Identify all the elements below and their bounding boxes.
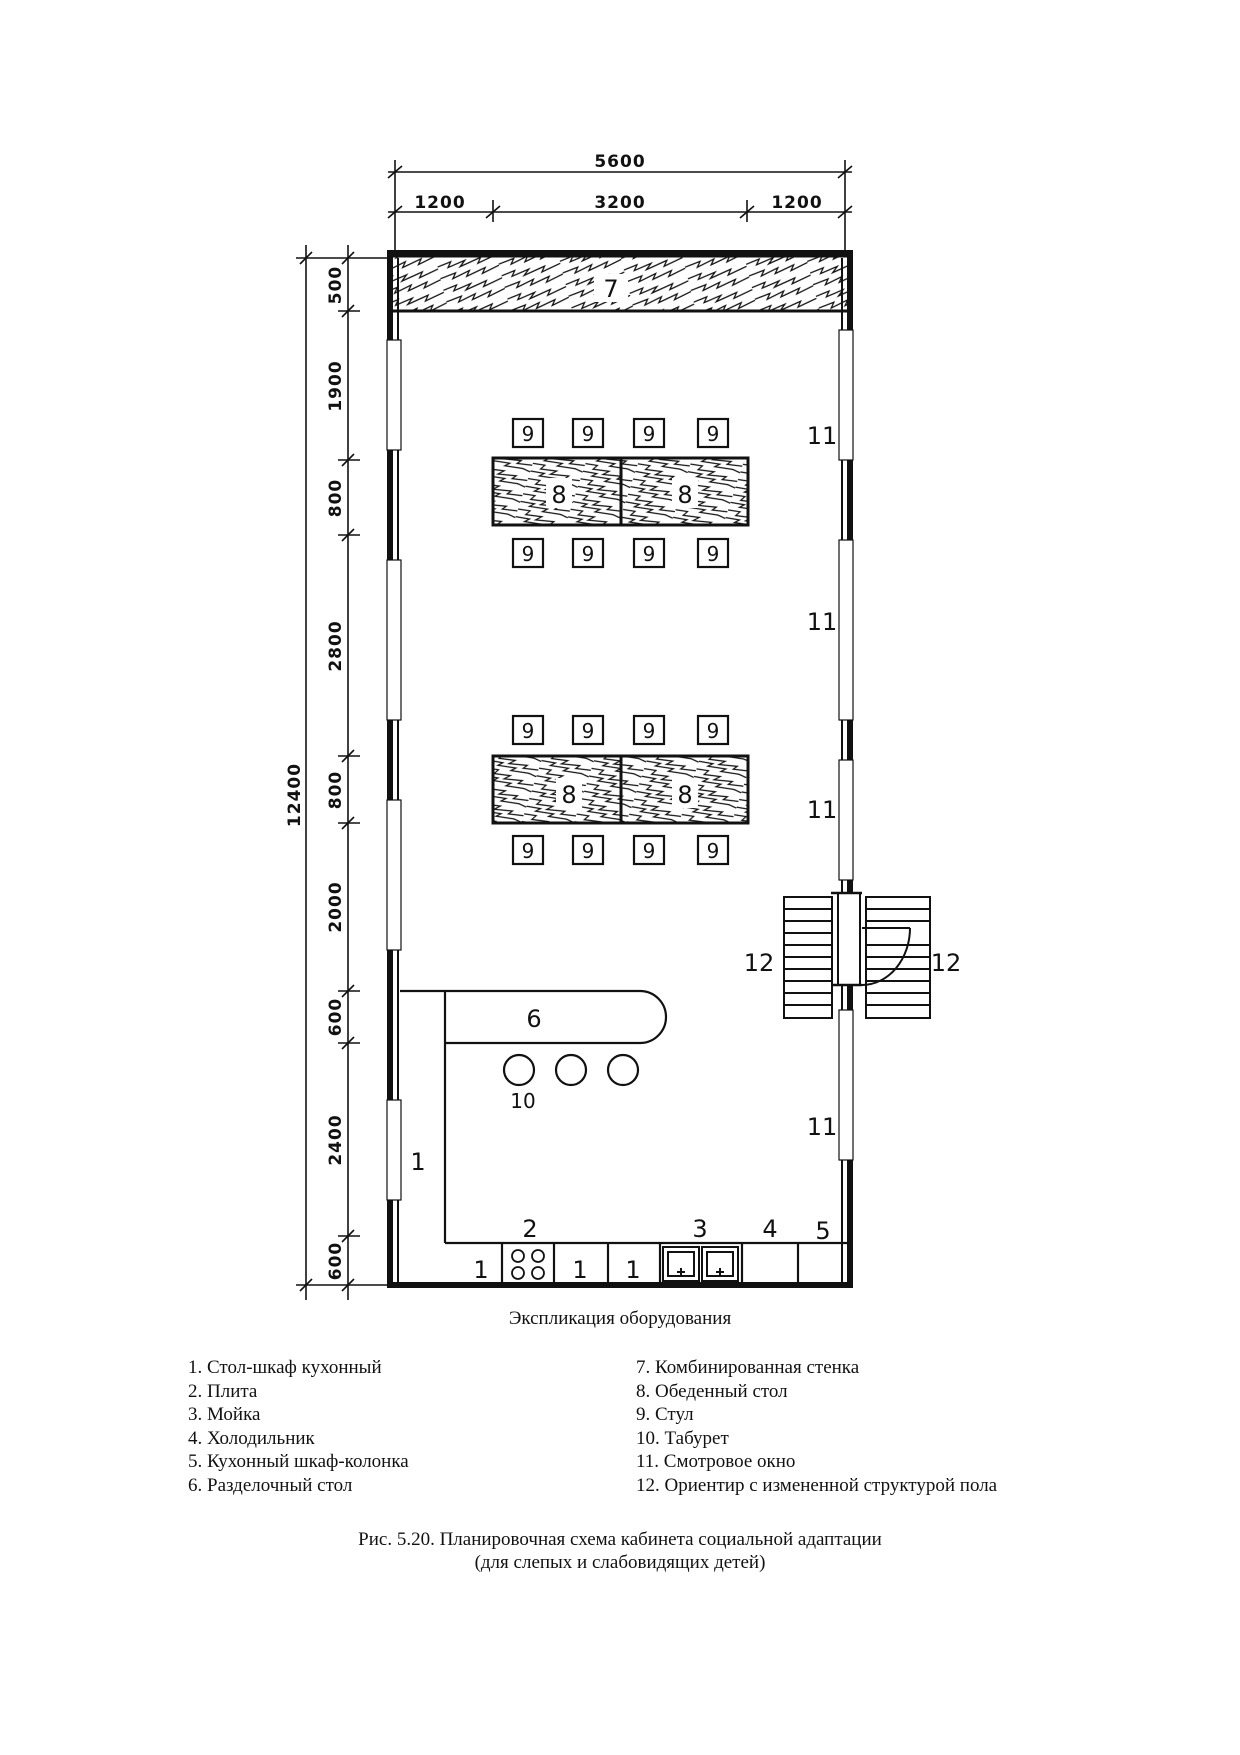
floor-plan: 5600 1200 3200 1200 12400 500 1900 800 2… <box>285 152 962 1300</box>
label-ramp: 12 <box>931 949 962 977</box>
legend-item: 6. Разделочный стол <box>188 1474 353 1496</box>
label-stove: 2 <box>522 1215 537 1243</box>
dim-total-width: 5600 <box>594 152 645 172</box>
caption-line-1: Рис. 5.20. Планировочная схема кабинета … <box>358 1529 882 1550</box>
label-chair: 9 <box>707 839 720 863</box>
label-stool: 10 <box>510 1089 535 1113</box>
dim-h-800a: 800 <box>326 479 346 518</box>
label-chair: 9 <box>582 719 595 743</box>
dim-h-500: 500 <box>326 266 346 305</box>
label-cabinet: 1 <box>410 1148 425 1176</box>
label-table: 8 <box>677 781 692 809</box>
dim-h-2000: 2000 <box>326 881 346 932</box>
label-table: 8 <box>551 481 566 509</box>
label-chair: 9 <box>707 422 720 446</box>
legend-item: 10. Табурет <box>636 1427 729 1449</box>
legend-item: 11. Смотровое окно <box>636 1451 796 1472</box>
kitchen-counter-outline <box>400 989 850 1245</box>
ramp-right <box>865 896 931 1019</box>
caption-line-2: (для слепых и слабовидящих детей) <box>474 1552 766 1573</box>
dining-table-group-bottom: 8 8 <box>491 754 750 825</box>
legend-item: 9. Стул <box>636 1404 694 1425</box>
label-chair: 9 <box>643 719 656 743</box>
label-chair: 9 <box>643 542 656 566</box>
legend-left-column: 1. Стол-шкаф кухонный 2. Плита 3. Мойка … <box>188 1356 409 1497</box>
label-window: 11 <box>807 422 838 450</box>
label-chair: 9 <box>643 422 656 446</box>
label-table: 8 <box>677 481 692 509</box>
label-cabinet: 1 <box>572 1256 587 1284</box>
label-chair: 9 <box>522 542 535 566</box>
legend-item: 3. Мойка <box>188 1404 261 1425</box>
dim-h-2400: 2400 <box>326 1114 346 1165</box>
label-chair: 9 <box>522 422 535 446</box>
ramp-left <box>783 896 833 1019</box>
prep-table <box>445 989 668 1045</box>
left-dimensions <box>296 245 392 1300</box>
window-openings <box>386 329 854 1201</box>
legend-item: 5. Кухонный шкаф-колонка <box>188 1451 409 1472</box>
dim-h-2800: 2800 <box>326 620 346 671</box>
legend-right-column: 7. Комбинированная стенка 8. Обеденный с… <box>636 1356 997 1497</box>
label-window: 11 <box>807 796 838 824</box>
legend-item: 4. Холодильник <box>188 1427 315 1449</box>
sink-basins <box>662 1246 739 1282</box>
label-chair: 9 <box>522 839 535 863</box>
top-dimensions <box>387 160 853 255</box>
dim-h-1900: 1900 <box>326 360 346 411</box>
dim-h-600b: 600 <box>326 1242 346 1281</box>
label-cabinet: 1 <box>473 1256 488 1284</box>
label-table: 8 <box>561 781 576 809</box>
label-cabinet: 1 <box>625 1256 640 1284</box>
label-chair: 9 <box>582 542 595 566</box>
label-chair: 9 <box>582 422 595 446</box>
figure-caption: Рис. 5.20. Планировочная схема кабинета … <box>0 1528 1240 1574</box>
dim-h-600a: 600 <box>326 998 346 1037</box>
window-labels: 11 11 11 11 <box>807 422 838 1141</box>
label-wall-unit: 7 <box>603 275 618 303</box>
label-chair: 9 <box>707 542 720 566</box>
label-prep-table: 6 <box>526 1005 541 1033</box>
dim-width-mid: 3200 <box>594 193 645 213</box>
label-chair: 9 <box>707 719 720 743</box>
dim-h-800b: 800 <box>326 771 346 810</box>
legend-item: 1. Стол-шкаф кухонный <box>188 1357 382 1378</box>
label-column-cabinet: 5 <box>815 1217 830 1245</box>
label-chair: 9 <box>582 839 595 863</box>
legend-item: 12. Ориентир с измененной структурой пол… <box>636 1474 998 1496</box>
dim-width-left: 1200 <box>414 193 465 213</box>
label-sink: 3 <box>692 1215 707 1243</box>
chair-labels: 9 9 9 9 9 9 9 9 9 9 9 9 9 9 9 9 <box>522 422 720 863</box>
dim-width-right: 1200 <box>771 193 822 213</box>
legend-title: Экспликация оборудования <box>508 1308 732 1329</box>
label-window: 11 <box>807 608 838 636</box>
chairs <box>511 417 730 866</box>
dining-table-group-top: 8 8 <box>491 456 750 527</box>
label-fridge: 4 <box>762 1215 777 1243</box>
stools <box>502 1053 640 1087</box>
label-chair: 9 <box>643 839 656 863</box>
kitchen-units <box>500 1243 800 1285</box>
dim-total-height: 12400 <box>285 763 305 827</box>
label-ramp: 12 <box>744 949 775 977</box>
legend-item: 7. Комбинированная стенка <box>636 1357 860 1378</box>
label-window: 11 <box>807 1113 838 1141</box>
legend-item: 2. Плита <box>188 1380 258 1402</box>
stove-burners <box>511 1249 545 1280</box>
legend-item: 8. Обеденный стол <box>636 1380 788 1402</box>
label-chair: 9 <box>522 719 535 743</box>
entrance <box>831 891 911 987</box>
